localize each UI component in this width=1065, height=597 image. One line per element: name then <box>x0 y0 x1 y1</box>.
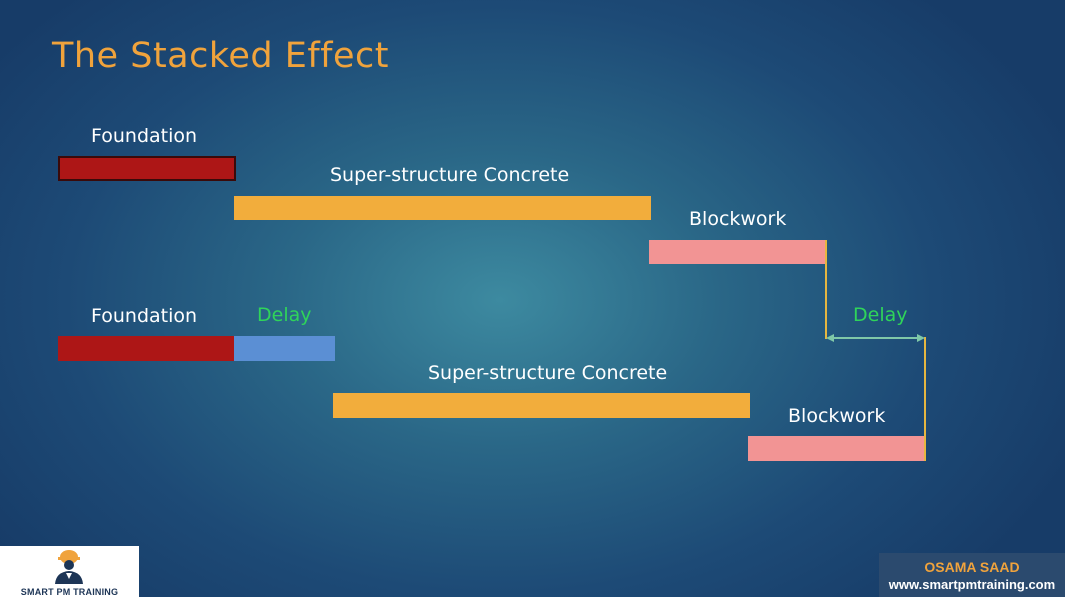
delay-bar <box>234 336 335 361</box>
author-branding: OSAMA SAAD www.smartpmtraining.com <box>879 553 1065 597</box>
delayed-blockwork-bar <box>748 436 925 461</box>
slide-title: The Stacked Effect <box>52 36 390 76</box>
plan-superstructure-bar <box>234 196 651 220</box>
delay-label-start: Delay <box>257 304 312 326</box>
author-name: OSAMA SAAD <box>924 559 1020 575</box>
delayed-superstructure-bar <box>333 393 750 418</box>
engineer-helmet-icon <box>55 550 83 584</box>
plan-finish-line <box>825 240 827 339</box>
delayed-foundation-bar <box>58 336 234 361</box>
delayed-finish-line <box>924 337 926 461</box>
delayed-blockwork-label: Blockwork <box>788 405 886 427</box>
delay-label-end: Delay <box>853 304 908 326</box>
website-link[interactable]: www.smartpmtraining.com <box>888 577 1056 592</box>
plan-blockwork-bar <box>649 240 826 264</box>
delayed-foundation-label: Foundation <box>91 305 198 327</box>
delayed-superstructure-label: Super-structure Concrete <box>428 362 668 384</box>
plan-foundation-bar <box>58 156 236 181</box>
plan-blockwork-label: Blockwork <box>689 208 787 230</box>
company-logo: SMART PM TRAINING <box>0 546 139 597</box>
plan-superstructure-label: Super-structure Concrete <box>330 164 570 186</box>
plan-foundation-label: Foundation <box>91 125 198 147</box>
logo-text: SMART PM TRAINING <box>20 587 119 597</box>
